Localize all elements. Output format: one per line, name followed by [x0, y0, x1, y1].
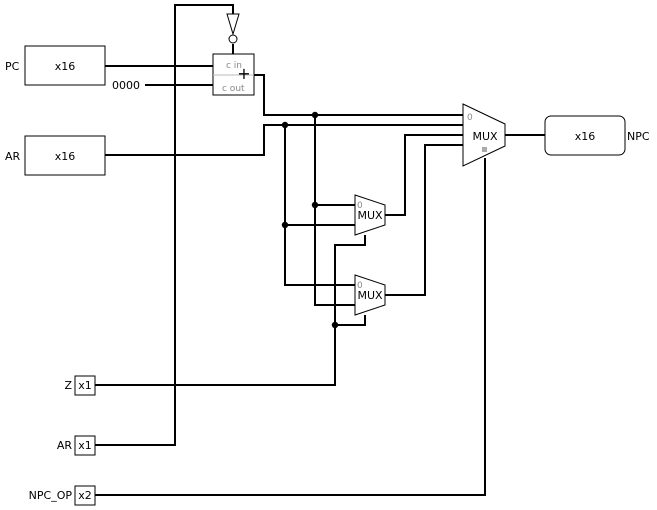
- npc-width: x16: [575, 130, 596, 143]
- not-gate-bubble-icon: [228, 34, 238, 44]
- junctions: [281, 111, 339, 329]
- mux-main-body: [462, 103, 506, 167]
- adder-cin-label: c in: [226, 61, 242, 71]
- wire-adder-out: [254, 74, 463, 116]
- ar-bit-label: AR: [57, 439, 73, 452]
- z-input[interactable]: x1 Z: [64, 375, 96, 396]
- mux-upper[interactable]: MUX 0: [354, 194, 386, 236]
- junction-dot: [311, 201, 319, 209]
- npc-op-input[interactable]: x2 NPC_OP: [29, 485, 96, 506]
- mux-lower-body: [354, 274, 386, 316]
- wire-npc-op: [95, 158, 486, 496]
- ar-bus-input-box: [24, 135, 106, 176]
- ar-bus-width: x16: [55, 150, 76, 163]
- z-label: Z: [64, 379, 72, 392]
- wire-lowermux-out: [385, 144, 463, 296]
- z-input-box: [74, 375, 96, 396]
- npc-output[interactable]: x16 NPC: [544, 115, 650, 156]
- adder[interactable]: c in c out +: [212, 53, 255, 96]
- mux-main-select0: 0: [467, 113, 473, 123]
- mux-main-select-pin: [482, 147, 487, 152]
- mux-lower[interactable]: MUX 0: [354, 274, 386, 316]
- npc-op-label: NPC_OP: [29, 489, 73, 502]
- junction-dot: [331, 321, 339, 329]
- wire-ar-bit: [95, 4, 234, 446]
- ar-bus-label: AR: [5, 150, 21, 163]
- pc-label: PC: [5, 60, 20, 73]
- junction-dot: [281, 121, 289, 129]
- wire-z-uppermux: [334, 235, 366, 325]
- pc-input[interactable]: x16 PC: [5, 45, 106, 86]
- mux-main[interactable]: MUX 0: [462, 103, 506, 167]
- npc-label: NPC: [627, 130, 650, 143]
- mux-lower-label: MUX: [357, 289, 383, 302]
- ar-bit-width: x1: [78, 439, 92, 452]
- mux-lower-select0: 0: [357, 281, 363, 291]
- z-width: x1: [78, 379, 92, 392]
- mux-main-label: MUX: [472, 130, 498, 143]
- ar-bit-input[interactable]: x1 AR: [57, 435, 96, 456]
- wire-ar-bus: [105, 124, 463, 156]
- wire-ar-lowermux: [284, 125, 355, 286]
- wires: [95, 4, 545, 496]
- constant-value: 0000: [112, 79, 140, 92]
- wire-adder-lowermux: [314, 115, 355, 306]
- mux-upper-body: [354, 194, 386, 236]
- adder-cout-label: c out: [222, 84, 245, 94]
- npc-output-box: [544, 115, 626, 156]
- junction-dot: [281, 221, 289, 229]
- not-gate-triangle-icon: [226, 13, 240, 36]
- pc-input-box: [24, 45, 106, 86]
- ar-bit-input-box: [74, 435, 96, 456]
- mux-upper-label: MUX: [357, 209, 383, 222]
- wire-uppermux-out: [385, 134, 463, 216]
- junction-dot: [311, 111, 319, 119]
- ar-bus-input[interactable]: x16 AR: [5, 135, 106, 176]
- mux-upper-select0: 0: [357, 201, 363, 211]
- npc-op-input-box: [74, 485, 96, 506]
- pc-width: x16: [55, 60, 76, 73]
- npc-op-width: x2: [78, 489, 92, 502]
- not-gate[interactable]: [226, 13, 240, 44]
- wire-z: [95, 325, 336, 386]
- wire-z-lowermux: [335, 315, 366, 326]
- adder-plus-icon: +: [237, 64, 250, 83]
